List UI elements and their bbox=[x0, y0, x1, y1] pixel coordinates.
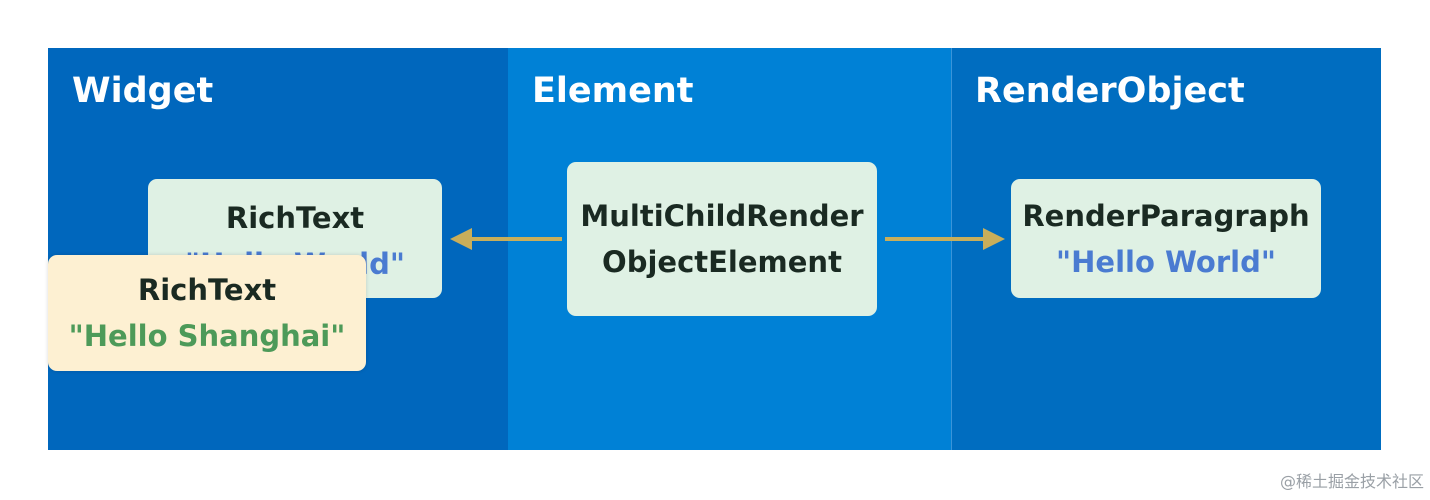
multichild-render-object-element-node: MultiChildRender ObjectElement bbox=[567, 162, 877, 316]
arrow-element-to-widget bbox=[450, 228, 562, 250]
element-label-line1: MultiChildRender bbox=[580, 199, 864, 233]
element-label-line2: ObjectElement bbox=[602, 245, 842, 279]
arrow-element-to-renderobject bbox=[885, 228, 1005, 250]
widget-column-title: Widget bbox=[72, 71, 214, 111]
richtext-new-string: "Hello Shanghai" bbox=[68, 319, 346, 353]
richtext-new-node: RichText "Hello Shanghai" bbox=[48, 255, 366, 371]
richtext-new-label: RichText bbox=[137, 273, 277, 307]
renderobject-column-title: RenderObject bbox=[975, 71, 1245, 111]
richtext-old-label: RichText bbox=[225, 201, 365, 235]
element-column-title: Element bbox=[532, 71, 694, 111]
render-paragraph-node: RenderParagraph "Hello World" bbox=[1011, 179, 1321, 298]
render-paragraph-string: "Hello World" bbox=[1056, 244, 1276, 279]
watermark: @稀土掘金技术社区 bbox=[1279, 472, 1424, 491]
render-paragraph-label: RenderParagraph bbox=[1022, 198, 1310, 233]
widget-element-render-diagram: Widget Element RenderObject RichText "He… bbox=[48, 48, 1381, 450]
